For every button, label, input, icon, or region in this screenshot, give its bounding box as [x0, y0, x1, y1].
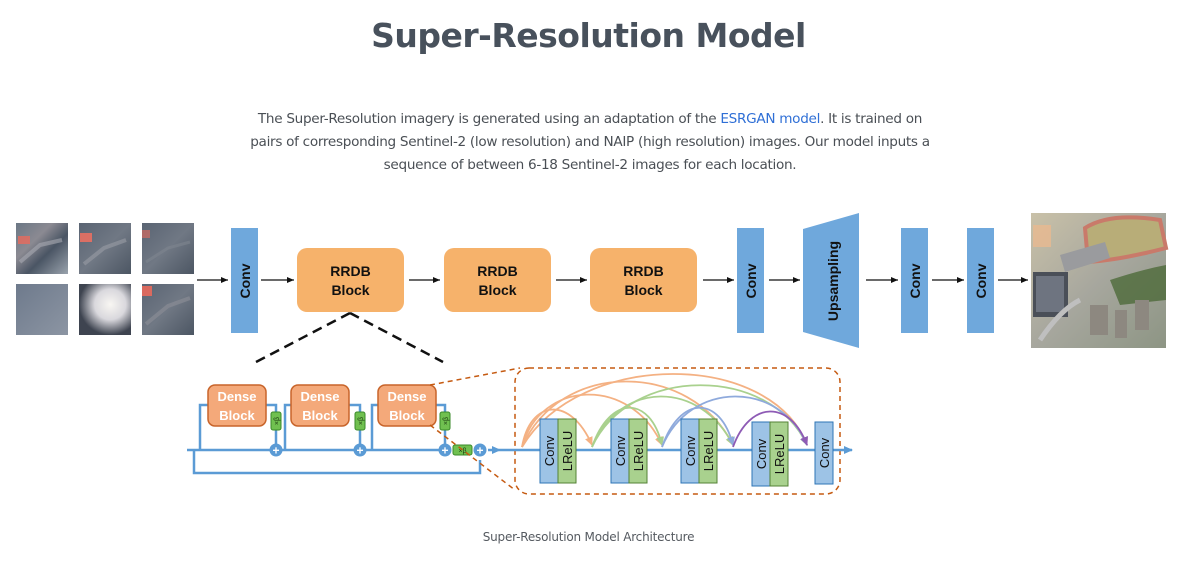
svg-text:Block: Block	[389, 408, 425, 423]
input-image	[79, 223, 131, 274]
svg-text:Conv: Conv	[683, 435, 698, 466]
svg-text:Conv: Conv	[613, 435, 628, 466]
rrdb-label-line2: Block	[624, 282, 662, 298]
rrdb-label-line1: RRDB	[477, 263, 517, 279]
expand-line	[255, 311, 351, 364]
conv-layer: Conv	[901, 228, 928, 333]
add-node: +	[269, 443, 283, 458]
page-title: Super-Resolution Model	[371, 16, 806, 55]
add-node: +	[353, 443, 367, 458]
svg-text:Conv: Conv	[754, 438, 769, 469]
upsampling-label: Upsampling	[825, 241, 841, 321]
svg-text:LReLU: LReLU	[701, 431, 716, 471]
svg-text:Dense: Dense	[387, 389, 426, 404]
input-image-grid	[16, 223, 194, 335]
dense-block: Dense Block	[290, 384, 350, 427]
input-image	[16, 223, 68, 274]
beta-multiplier: ×β	[270, 411, 282, 431]
architecture-diagram: Conv RRDB Block RRDB Block RRDB Block Co…	[16, 213, 1169, 495]
intro-text-start: The Super-Resolution imagery is generate…	[257, 111, 721, 127]
dense-block: Dense Block	[377, 384, 437, 427]
intro-paragraph: The Super-Resolution imagery is generate…	[240, 108, 940, 177]
svg-text:Dense: Dense	[300, 389, 339, 404]
skip-connections	[521, 373, 808, 448]
svg-text:Conv: Conv	[817, 437, 832, 468]
expand-line	[349, 311, 444, 364]
conv-layer: Conv	[231, 228, 258, 333]
final-conv: Conv	[814, 421, 834, 485]
rrdb-block: RRDB Block	[444, 248, 551, 312]
conv-lrelu-unit: Conv LReLU	[539, 418, 577, 484]
svg-text:LReLU: LReLU	[560, 431, 575, 471]
input-image	[79, 284, 131, 335]
dense-detail-frame	[514, 367, 841, 495]
svg-text:LReLU: LReLU	[772, 434, 787, 474]
dense-block: Dense Block	[207, 384, 267, 427]
intro-text-end: . It is trained on pairs of correspondin…	[250, 111, 930, 173]
expand-line-orange	[429, 367, 521, 386]
add-node: +	[473, 443, 487, 458]
svg-text:Block: Block	[302, 408, 338, 423]
beta-multiplier: ×β	[452, 444, 473, 456]
conv-lrelu-unit: Conv LReLU	[751, 421, 789, 487]
rrdb-block: RRDB Block	[590, 248, 697, 312]
svg-text:+: +	[476, 444, 483, 458]
svg-text:×β: ×β	[274, 417, 281, 425]
svg-text:Conv: Conv	[542, 435, 557, 466]
rrdb-label-line1: RRDB	[330, 263, 370, 279]
rrdb-block: RRDB Block	[297, 248, 404, 312]
expand-line-orange	[429, 424, 516, 491]
svg-text:Block: Block	[219, 408, 255, 423]
conv-label: Conv	[237, 263, 253, 298]
svg-text:×β: ×β	[458, 448, 466, 455]
figure-caption: Super-Resolution Model Architecture	[482, 530, 695, 544]
svg-text:×β: ×β	[358, 417, 365, 425]
conv-lrelu-unit: Conv LReLU	[680, 418, 718, 484]
svg-text:+: +	[356, 444, 363, 458]
rrdb-label-line2: Block	[331, 282, 369, 298]
conv-layer: Conv	[967, 228, 994, 333]
svg-text:+: +	[272, 444, 279, 458]
beta-multiplier: ×β	[439, 411, 451, 431]
input-image	[142, 223, 194, 274]
svg-text:LReLU: LReLU	[631, 431, 646, 471]
input-image	[142, 284, 194, 335]
upsampling-layer: Upsampling	[803, 213, 859, 348]
rrdb-detail	[187, 403, 501, 475]
conv-layer: Conv	[737, 228, 764, 333]
conv-label: Conv	[743, 263, 759, 298]
svg-text:+: +	[441, 444, 448, 458]
rrdb-label-line2: Block	[478, 282, 516, 298]
esrgan-link[interactable]: ESRGAN model	[720, 111, 821, 127]
conv-label: Conv	[907, 263, 923, 298]
add-node: +	[438, 443, 452, 458]
output-image	[1031, 213, 1169, 348]
conv-label: Conv	[973, 263, 989, 298]
beta-multiplier: ×β	[354, 411, 366, 431]
svg-text:Dense: Dense	[217, 389, 256, 404]
input-image	[16, 284, 68, 335]
rrdb-label-line1: RRDB	[623, 263, 663, 279]
conv-lrelu-unit: Conv LReLU	[610, 418, 648, 484]
svg-text:×β: ×β	[443, 417, 450, 425]
